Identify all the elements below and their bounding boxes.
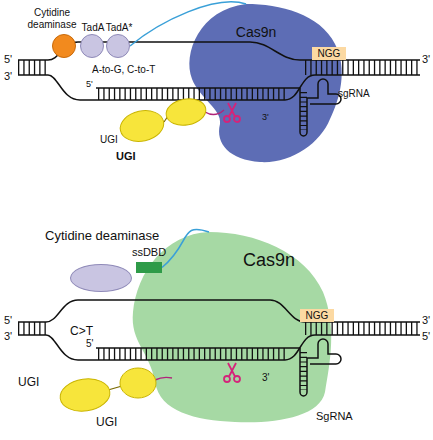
ugi-blob	[117, 107, 166, 145]
text-label: UGI	[96, 416, 117, 430]
blob-outline	[125, 232, 335, 424]
text-label: 3'	[4, 70, 12, 83]
top-ugi	[117, 96, 224, 146]
text-label: 5'	[4, 53, 12, 66]
tada-domain: TadA	[80, 34, 104, 58]
node-label: NGG	[300, 309, 334, 322]
ugi-blob	[120, 368, 156, 398]
node-label: ssDBD	[122, 246, 176, 259]
text-label: sgRNA	[338, 88, 370, 100]
text-label: 3'	[422, 314, 430, 327]
base-pairs	[18, 322, 46, 335]
text-label: 3'	[262, 372, 269, 384]
text-label: UGI	[100, 134, 118, 146]
node-label: Cas9n	[229, 250, 309, 271]
node-label: Cytidine deaminase	[45, 229, 157, 244]
node-label: TadA*	[103, 22, 135, 34]
blob-shape	[133, 232, 332, 422]
text-label: UGI	[116, 150, 136, 163]
ugi-linker	[108, 386, 122, 390]
node-label: TadA	[77, 22, 109, 34]
text-label: 5'	[86, 79, 93, 89]
tada-domain: TadA*	[106, 34, 130, 58]
text-label: 5'	[86, 338, 93, 350]
text-label: SgRNA	[316, 410, 353, 423]
node-label: Cytidine deaminase	[23, 7, 81, 30]
ugi-blob	[164, 96, 208, 129]
text-label: C>T	[70, 325, 93, 339]
blob-shape	[189, 4, 341, 162]
text-label: A-to-G, C-to-T	[92, 64, 155, 76]
text-label: 5'	[422, 330, 430, 343]
base-pairs	[18, 60, 48, 75]
text-label: 3'	[4, 330, 12, 343]
deaminase-domain: Cytidine deaminase	[70, 264, 132, 292]
cas9n-protein: Cas9n	[125, 232, 335, 424]
ugi-blob	[58, 376, 112, 415]
text-label: UGI	[18, 376, 39, 390]
rna-strand	[96, 347, 300, 349]
pam-box: NGG	[312, 47, 346, 60]
node-label: Cas9n	[226, 24, 286, 40]
rna-strand	[96, 87, 300, 89]
hybrid-pairs	[98, 88, 286, 100]
text-label: 3'	[422, 53, 430, 66]
text-label: 3'	[262, 112, 269, 122]
node-label: NGG	[312, 47, 346, 60]
text-label: 5'	[4, 314, 12, 327]
deaminase-domain: Cytidine deaminase	[52, 34, 76, 58]
pam-box: NGG	[300, 309, 334, 322]
ssdbd-domain: ssDBD	[136, 262, 162, 273]
cas9n-protein: Cas9n	[180, 4, 345, 164]
